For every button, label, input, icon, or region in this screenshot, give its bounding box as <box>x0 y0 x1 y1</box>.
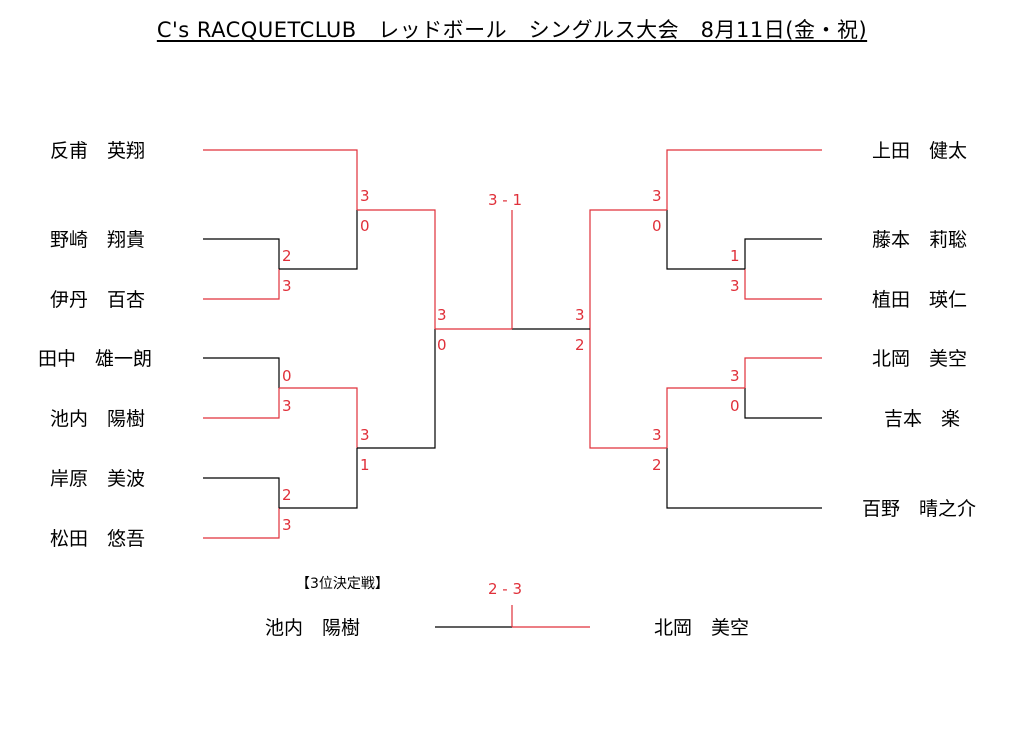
page-title: C's RACQUETCLUB レッドボール シングルス大会 8月11日(金・祝… <box>156 18 868 42</box>
player-name-left: 岸原 美波 <box>50 468 146 490</box>
third-place-left-player: 池内 陽樹 <box>265 617 361 639</box>
player-name-left: 伊丹 百杏 <box>50 289 146 311</box>
score-left-r2b-bottom: 1 <box>360 456 370 474</box>
score-right-r1a-bottom: 3 <box>730 277 740 295</box>
score-left-semi-bottom: 0 <box>437 336 447 354</box>
score-left-r1b-bottom: 3 <box>282 397 292 415</box>
bracket-line-yoshimoto <box>744 388 822 419</box>
score-right-r1a-top: 1 <box>730 247 740 265</box>
score-right-r2a-bottom: 0 <box>652 217 662 235</box>
bracket-line-kitaoka <box>744 357 822 388</box>
player-name-left: 池内 陽樹 <box>50 408 146 430</box>
final-score: 3 - 1 <box>488 191 523 209</box>
score-right-semi-bottom: 2 <box>575 336 585 354</box>
bracket-line-itami <box>203 269 280 300</box>
third-place-right-player: 北岡 美空 <box>654 617 750 639</box>
bracket-line-ueda-semi <box>589 209 667 329</box>
bracket-line-ikeuchi-semi <box>357 329 436 449</box>
bracket-line-fujimoto <box>744 238 822 269</box>
bracket-line-ikeuchi-adv <box>279 387 358 448</box>
score-left-r2a-top: 3 <box>360 187 370 205</box>
score-right-r2a-top: 3 <box>652 187 662 205</box>
player-name-right: 百野 晴之介 <box>862 498 977 520</box>
bracket-line-kitaoka-semi <box>589 329 667 449</box>
score-left-r1a-bottom: 3 <box>282 277 292 295</box>
player-name-right: 吉本 楽 <box>884 408 961 430</box>
bracket-line-kishihara <box>203 477 280 508</box>
score-right-r1b-top: 3 <box>730 367 740 385</box>
player-name-left: 反甫 英翔 <box>50 140 146 162</box>
bracket-line-hyakuno <box>666 448 822 509</box>
score-left-r1c-bottom: 3 <box>282 516 292 534</box>
bracket-line-r1a-out <box>279 210 358 270</box>
bracket-line-ikeuchi <box>203 388 280 419</box>
bracket-line-hanbo-semi <box>357 209 436 329</box>
third-place-score: 2 - 3 <box>488 580 523 598</box>
bracket-line-matsuda <box>203 508 280 539</box>
player-name-right: 上田 健太 <box>872 140 968 162</box>
score-right-r2b-bottom: 2 <box>652 456 662 474</box>
player-name-right: 植田 瑛仁 <box>872 289 968 311</box>
player-name-left: 松田 悠吾 <box>50 528 146 550</box>
player-name-left: 野崎 翔貴 <box>50 229 146 251</box>
player-name-right: 藤本 莉聡 <box>872 229 968 251</box>
third-place-label: 【3位決定戦】 <box>296 576 389 592</box>
score-right-semi-top: 3 <box>575 306 585 324</box>
bracket-line-r1a-out-right <box>666 210 745 270</box>
score-left-r1a-top: 2 <box>282 247 292 265</box>
bracket-line-kitaoka-adv <box>666 387 745 448</box>
score-left-r2a-bottom: 0 <box>360 217 370 235</box>
score-left-r1b-top: 0 <box>282 367 292 385</box>
bracket-line-ueda <box>666 149 822 210</box>
bracket-line-nozaki <box>203 238 280 269</box>
score-left-semi-top: 3 <box>437 306 447 324</box>
bracket-line-hanbo <box>203 149 358 210</box>
score-right-r2b-top: 3 <box>652 426 662 444</box>
bracket-line-ueda-eito <box>744 269 822 300</box>
bracket-line-r1c-out <box>279 448 358 509</box>
bracket-line-tanaka <box>203 357 280 388</box>
player-name-left: 田中 雄一朗 <box>38 348 153 370</box>
player-name-right: 北岡 美空 <box>872 348 968 370</box>
score-left-r1c-top: 2 <box>282 486 292 504</box>
score-left-r2b-top: 3 <box>360 426 370 444</box>
score-right-r1b-bottom: 0 <box>730 397 740 415</box>
